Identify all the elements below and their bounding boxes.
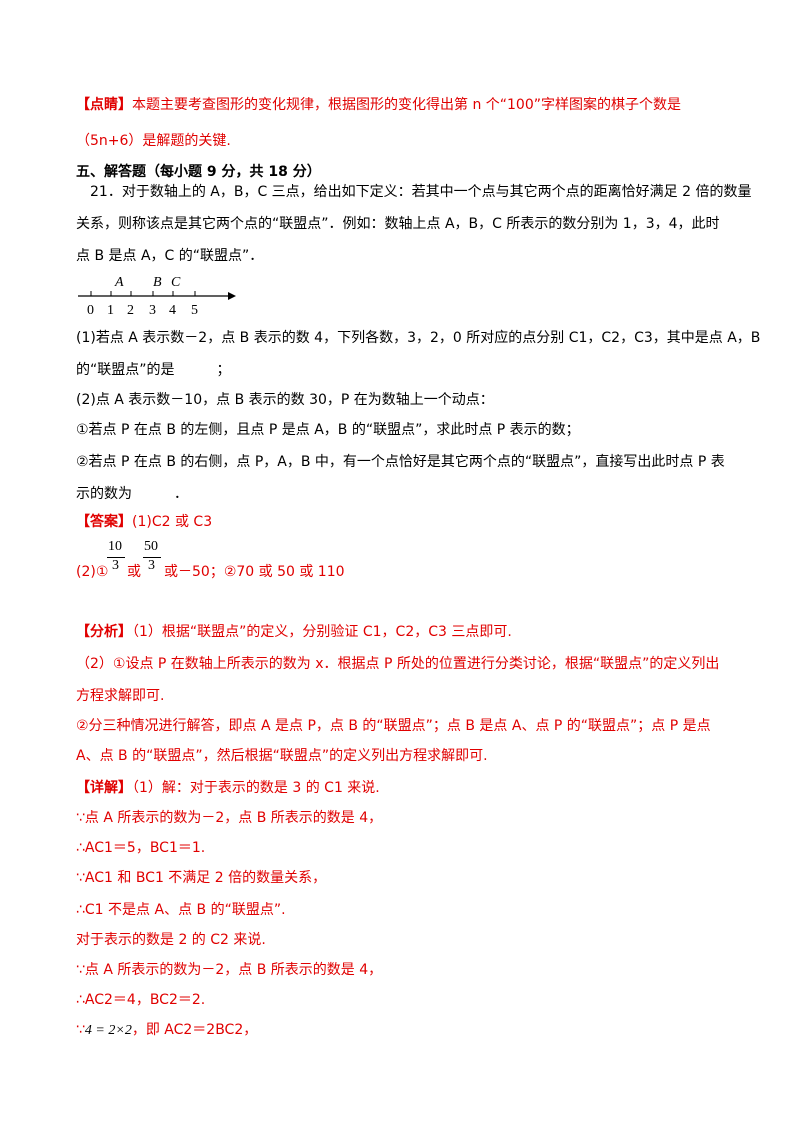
q2-part-b-line-2: 示的数为 ． [76, 486, 188, 502]
point-label-b: B [153, 275, 162, 290]
point-label-a: A [114, 275, 124, 290]
tick-label-3: 3 [149, 303, 156, 318]
analysis-text-1: （1）根据“联盟点”的定义，分别验证 C1，C2，C3 三点即可. [132, 624, 512, 640]
analysis-line-3: 方程求解即可. [76, 688, 165, 704]
answer-line-1: 【答案】(1)C2 或 C3 [76, 512, 212, 532]
detail-text-9: ，即 AC2＝2BC2， [131, 1022, 258, 1038]
fraction-1-numerator: 10 [108, 539, 122, 554]
q1-line-2: 的“联盟点”的是 ； [76, 362, 231, 378]
detail-line-8: ∴AC2＝4，BC2＝2. [76, 992, 206, 1008]
tick-label-0: 0 [87, 303, 94, 318]
analysis-line-5: A、点 B 的“联盟点”，然后根据“联盟点”的定义列出方程求解即可. [76, 748, 488, 764]
point-label-c: C [171, 275, 181, 290]
detail-line-4: ∵AC1 和 BC1 不满足 2 倍的数量关系， [76, 870, 327, 886]
equation: 4 = 2×2 [84, 1023, 132, 1038]
detail-line-6: 对于表示的数是 2 的 C2 来说. [76, 932, 266, 948]
answer-1: (1)C2 或 C3 [132, 514, 213, 530]
comment-line-2: （5n+6）是解题的关键. [76, 133, 231, 149]
section-title: 五、解答题（每小题 9 分，共 18 分） [76, 164, 321, 180]
analysis-line-1: 【分析】（1）根据“联盟点”的定义，分别验证 C1，C2，C3 三点即可. [76, 622, 512, 642]
problem-line-2: 关系，则称该点是其它两个点的“联盟点”．例如：数轴上点 A，B，C 所表示的数分… [76, 216, 720, 232]
tick-label-2: 2 [127, 303, 134, 318]
detail-line-5: ∴C1 不是点 A、点 B 的“联盟点”. [76, 902, 286, 918]
number-line-figure: A B C 0 1 2 3 4 5 [78, 275, 236, 318]
analysis-tag: 【分析】 [76, 624, 132, 640]
q2-line-1: (2)点 A 表示数－10，点 B 表示的数 30，P 在为数轴上一个动点： [76, 392, 494, 408]
tick-label-1: 1 [107, 303, 114, 318]
fraction-1-bar [107, 557, 125, 558]
answer-2-prefix: (2)① [76, 564, 109, 580]
detail-line-7: ∵点 A 所表示的数为－2，点 B 所表示的数是 4， [76, 962, 383, 978]
fraction-2-numerator: 50 [144, 539, 158, 554]
q1-line-1: (1)若点 A 表示数－2，点 B 表示的数 4，下列各数，3，2，0 所对应的… [76, 330, 761, 346]
fraction-2-bar [143, 557, 161, 558]
answer-2-or: 或 [127, 564, 141, 580]
q2-part-a: ①若点 P 在点 B 的左侧，且点 P 是点 A，B 的“联盟点”，求此时点 P… [76, 422, 580, 438]
ticks [90, 291, 196, 296]
because-symbol: ∵ [76, 1022, 85, 1038]
detail-line-3: ∴AC1＝5，BC1＝1. [76, 840, 206, 856]
detail-line-2: ∵点 A 所表示的数为－2，点 B 所表示的数是 4， [76, 810, 383, 826]
answer-2-rest: 或－50；②70 或 50 或 110 [164, 564, 345, 580]
detail-text-1: （1）解：对于表示的数是 3 的 C1 来说. [132, 780, 380, 796]
detail-tag: 【详解】 [76, 780, 132, 796]
axis-arrow [228, 292, 236, 300]
problem-line-3: 点 B 是点 A，C 的“联盟点”． [76, 248, 264, 264]
detail-line-1: 【详解】（1）解：对于表示的数是 3 的 C1 来说. [76, 778, 380, 798]
fraction-1-denominator: 3 [112, 558, 119, 573]
q2-part-b-line-1: ②若点 P 在点 B 的右侧，点 P，A，B 中，有一个点恰好是其它两个点的“联… [76, 454, 725, 470]
tick-label-4: 4 [169, 303, 176, 318]
comment-text: 本题主要考查图形的变化规律，根据图形的变化得出第 n 个“100”字样图案的棋子… [132, 97, 681, 113]
detail-line-9: ∵4 = 2×2，即 AC2＝2BC2， [76, 1020, 257, 1041]
answer-tag: 【答案】 [76, 514, 132, 530]
analysis-line-2: （2）①设点 P 在数轴上所表示的数为 x．根据点 P 所处的位置进行分类讨论，… [76, 656, 720, 672]
fraction-2-denominator: 3 [148, 558, 155, 573]
comment-line-1: 【点睛】本题主要考查图形的变化规律，根据图形的变化得出第 n 个“100”字样图… [76, 95, 681, 115]
problem-line-1: 21．对于数轴上的 A，B，C 三点，给出如下定义：若其中一个点与其它两个点的距… [90, 184, 752, 200]
analysis-line-4: ②分三种情况进行解答，即点 A 是点 P，点 B 的“联盟点”；点 B 是点 A… [76, 718, 711, 734]
comment-tag: 【点睛】 [76, 97, 132, 113]
tick-label-5: 5 [191, 303, 198, 318]
